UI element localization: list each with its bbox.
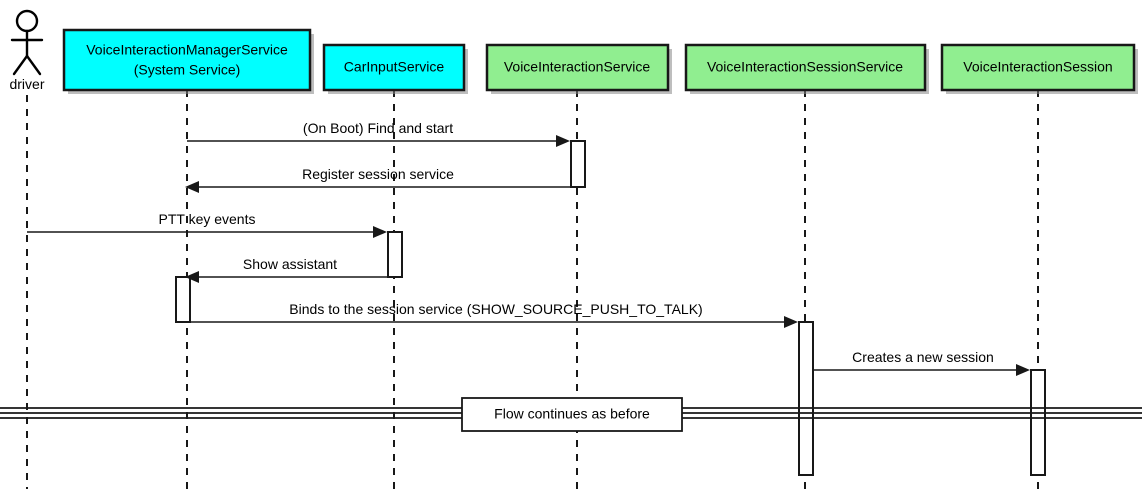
actor-label-driver: driver xyxy=(9,76,44,92)
participant-box[interactable] xyxy=(485,43,670,92)
divider-label: Flow continues as before xyxy=(494,406,650,422)
message-label: PTT key events xyxy=(158,211,255,227)
message-binds-to-session-service[interactable]: Binds to the session service (SHOW_SOURC… xyxy=(176,301,798,328)
arrowhead-right-icon xyxy=(784,316,798,328)
participant-label-line1: VoiceInteractionManagerService xyxy=(86,42,288,58)
participant-voiceinteractionsession[interactable]: VoiceInteractionSession xyxy=(940,43,1138,94)
actor-left-leg-line xyxy=(12,54,29,76)
actor-head-icon xyxy=(15,9,39,33)
activation-bar-voiceinteractionsessionservice xyxy=(798,321,814,476)
message-label: (On Boot) Find and start xyxy=(303,120,453,136)
arrowhead-left-icon xyxy=(185,271,199,283)
participant-box[interactable] xyxy=(684,43,927,92)
participant-voiceinteractionservice[interactable]: VoiceInteractionService xyxy=(485,43,672,94)
participant-label-line1: VoiceInteractionSession xyxy=(963,59,1112,75)
arrowhead-left-icon xyxy=(185,181,199,193)
divider-label-box xyxy=(461,397,683,432)
participant-label-line1: CarInputService xyxy=(344,59,445,75)
message-label: Binds to the session service (SHOW_SOURC… xyxy=(289,301,702,317)
message-register-session-service[interactable]: Register session service xyxy=(185,166,571,193)
message-creates-a-new-session[interactable]: Creates a new session xyxy=(813,349,1030,376)
actor-right-leg-line xyxy=(25,54,42,76)
participant-label-line1: VoiceInteractionSessionService xyxy=(707,59,903,75)
participant-label-line2: (System Service) xyxy=(134,62,241,78)
participant-box[interactable] xyxy=(322,43,466,92)
arrowhead-right-icon xyxy=(556,135,570,147)
activation-bar-carinputservice xyxy=(387,231,403,278)
activation-bar-voiceinteractionservice xyxy=(570,140,586,188)
flow-divider: Flow continues as before xyxy=(0,397,1142,432)
actor-driver[interactable]: driver xyxy=(9,9,45,92)
arrowhead-right-icon xyxy=(1016,364,1030,376)
message-label: Register session service xyxy=(302,166,454,182)
participant-carinputservice[interactable]: CarInputService xyxy=(322,43,468,94)
activation-bar-voiceinteractionmanagerservice xyxy=(175,276,191,323)
message-on-boot-find-and-start[interactable]: (On Boot) Find and start xyxy=(187,120,570,147)
activations-layer xyxy=(175,140,1046,476)
participant-voiceinteractionmanagerservice[interactable]: VoiceInteractionManagerService (System S… xyxy=(62,28,314,94)
message-ptt-key-events[interactable]: PTT key events xyxy=(27,211,387,238)
message-label: Creates a new session xyxy=(852,349,994,365)
participant-box[interactable] xyxy=(940,43,1136,92)
arrowhead-right-icon xyxy=(373,226,387,238)
activation-bar-voiceinteractionsession xyxy=(1030,369,1046,476)
participant-box[interactable] xyxy=(62,28,312,92)
message-label: Show assistant xyxy=(243,256,337,272)
participant-label-line1: VoiceInteractionService xyxy=(504,59,651,75)
participant-voiceinteractionsessionservice[interactable]: VoiceInteractionSessionService xyxy=(684,43,929,94)
message-show-assistant[interactable]: Show assistant xyxy=(185,256,388,283)
